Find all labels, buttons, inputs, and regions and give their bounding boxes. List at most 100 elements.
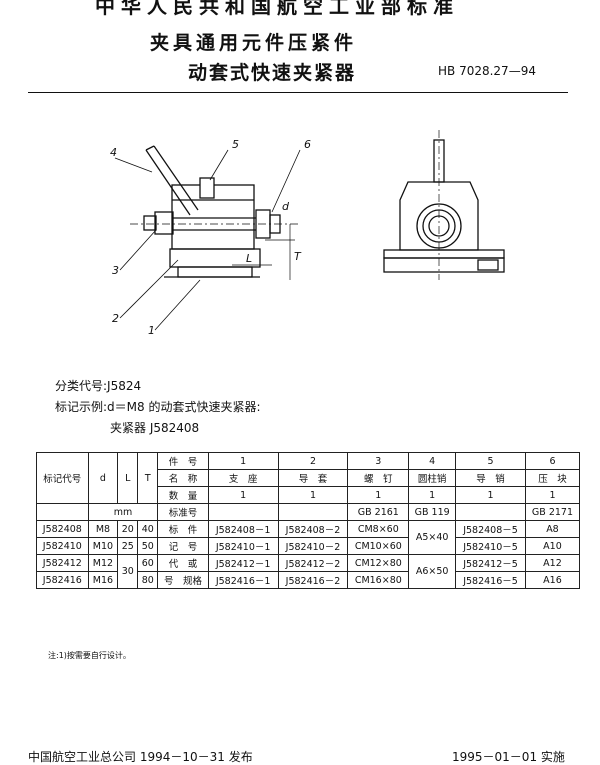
row-p4: A6×50	[408, 554, 457, 589]
header-T: T	[137, 452, 159, 504]
header-std: 标准号	[157, 503, 209, 521]
part-no: 3	[347, 452, 410, 470]
part-no: 5	[455, 452, 526, 470]
table-row: J582416 M16 80 号 规格 J582416－1 J582416－2 …	[36, 571, 581, 589]
table-header-row: 名 称 支 座 导 套 螺 钉 圆柱销 导 销 压 块	[37, 469, 581, 487]
front-view	[114, 145, 301, 331]
row-p6: A12	[524, 554, 581, 572]
row-p2: J582412－2	[277, 554, 349, 572]
table-header-row: 数 量 1 1 1 1 1 1	[37, 486, 581, 504]
row-p5: J582410－5	[455, 537, 526, 555]
part-name: 导 套	[277, 469, 349, 487]
row-p6: A8	[524, 520, 581, 538]
marking-example: 标记示例:d＝M8 的动套式快速夹紧器:	[55, 400, 261, 414]
header-d: d	[87, 452, 119, 504]
header-rule	[28, 92, 568, 93]
part-qty: 1	[408, 486, 457, 504]
callout-5: 5	[232, 138, 239, 151]
header-mark-code: 标记代号	[36, 452, 89, 504]
row-T: 60	[137, 554, 159, 572]
part-name: 支 座	[207, 469, 279, 487]
part-no: 4	[408, 452, 457, 470]
row-d: M10	[87, 537, 119, 555]
spec-label-cell: 代 或	[157, 554, 209, 572]
dim-L: L	[246, 252, 252, 265]
side-view	[383, 130, 505, 280]
header-L: L	[117, 452, 139, 504]
row-p4: A5×40	[408, 520, 457, 555]
header-mm: mm	[87, 503, 159, 521]
standard-header-cut: 中华人民共和国航空工业部标准	[95, 0, 459, 18]
row-p5: J582416－5	[455, 571, 526, 589]
part-name: 导 销	[455, 469, 526, 487]
spec-label-cell: 记 号	[157, 537, 209, 555]
part-name: 压 块	[524, 469, 581, 487]
row-L: 25	[117, 537, 139, 555]
marking-example-value: 夹紧器 J582408	[110, 421, 200, 435]
row-p1: J582408－1	[207, 520, 279, 538]
part-std	[207, 503, 279, 521]
row-d: M12	[87, 554, 119, 572]
callout-3: 3	[112, 264, 119, 277]
part-std: GB 119	[408, 503, 457, 521]
row-p2: J582408－2	[277, 520, 349, 538]
row-T: 80	[137, 571, 159, 589]
callout-2: 2	[112, 312, 119, 325]
header-part-no: 件 号	[157, 452, 209, 470]
row-p3: CM10×60	[347, 537, 410, 555]
callout-6: 6	[304, 138, 311, 151]
part-name: 圆柱销	[408, 469, 457, 487]
row-p5: J582412－5	[455, 554, 526, 572]
row-code: J582408	[36, 520, 89, 538]
row-p2: J582416－2	[277, 571, 349, 589]
row-code: J582412	[36, 554, 89, 572]
row-p3: CM8×60	[347, 520, 410, 538]
effective-date: 1995－01－01 实施	[452, 750, 565, 764]
dim-T: T	[294, 250, 302, 263]
part-std: GB 2171	[524, 503, 581, 521]
technical-drawing: 4 5 6 3 2 1 d L T	[110, 130, 505, 337]
row-d: M16	[87, 571, 119, 589]
part-qty: 1	[207, 486, 279, 504]
classification-code: 分类代号:J5824	[55, 379, 142, 393]
row-p1: J582412－1	[207, 554, 279, 572]
row-p6: A10	[524, 537, 581, 555]
page-title: 夹具通用元件压紧件	[150, 32, 358, 54]
part-no: 1	[207, 452, 279, 470]
table-header-row: mm 标准号 GB 2161 GB 119 GB 2171	[36, 503, 581, 521]
row-d: M8	[87, 520, 119, 538]
part-std	[277, 503, 349, 521]
part-name: 螺 钉	[347, 469, 410, 487]
row-L: 20	[117, 520, 139, 538]
row-p1: J582410－1	[207, 537, 279, 555]
part-qty: 1	[277, 486, 349, 504]
footnote: 注:1)按需要自行设计。	[48, 651, 131, 660]
table-row: J582408 M8 20 40 标 件 J582408－1 J582408－2…	[36, 520, 581, 555]
part-qty: 1	[455, 486, 526, 504]
row-T: 40	[137, 520, 159, 538]
part-std: GB 2161	[347, 503, 410, 521]
row-p1: J582416－1	[207, 571, 279, 589]
callout-1: 1	[148, 324, 155, 337]
row-L-merged: 30	[117, 554, 139, 589]
header-qty: 数 量	[157, 486, 209, 504]
table-row: J582412 M12 30 60 代 或 J582412－1 J582412－…	[36, 554, 581, 589]
callout-4: 4	[110, 146, 117, 159]
issuer-date: 中国航空工业总公司 1994－10－31 发布	[28, 750, 253, 764]
spec-label-cell: 号 规格	[157, 571, 209, 589]
row-p3: CM16×80	[347, 571, 410, 589]
row-T: 50	[137, 537, 159, 555]
row-p3: CM12×80	[347, 554, 410, 572]
page-subtitle: 动套式快速夹紧器	[188, 62, 357, 84]
part-qty: 1	[347, 486, 410, 504]
table-row: J582410 M10 25 50 记 号 J582410－1 J582410－…	[36, 537, 581, 555]
spec-table: 标记代号 d L T 件 号 1 2 3 4 5 6 名 称 支 座 导 套 螺…	[36, 452, 581, 589]
dim-d: d	[282, 200, 290, 213]
row-p2: J582410－2	[277, 537, 349, 555]
row-code: J582416	[36, 571, 89, 589]
row-code: J582410	[36, 537, 89, 555]
standard-number: HB 7028.27—94	[438, 64, 536, 78]
spec-label-cell: 标 件	[157, 520, 209, 538]
row-p6: A16	[524, 571, 581, 589]
part-no: 2	[277, 452, 349, 470]
